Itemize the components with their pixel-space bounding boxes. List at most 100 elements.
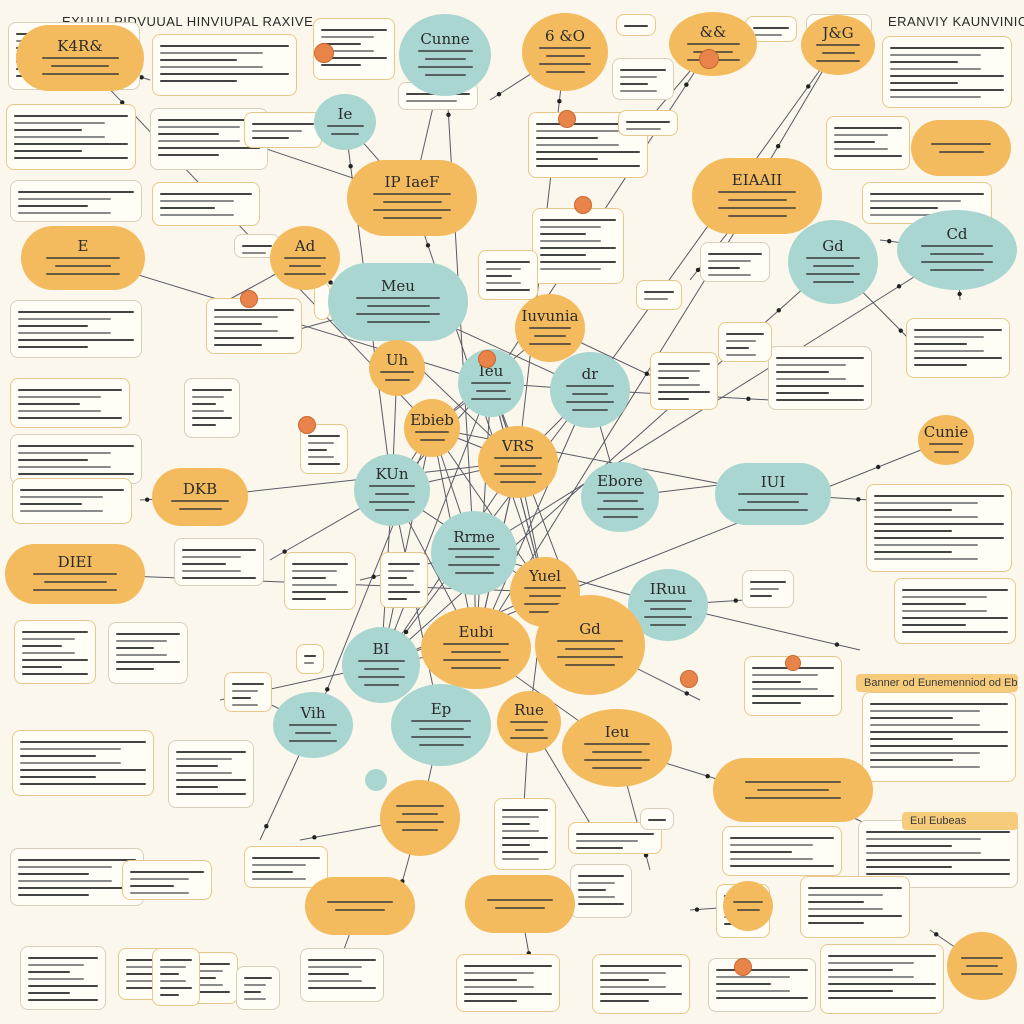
connector-endpoint <box>325 687 330 692</box>
text-line <box>902 596 987 598</box>
text-line <box>192 396 224 398</box>
bubble-text-line <box>727 199 787 202</box>
bubble-text-line <box>736 909 760 911</box>
text-line <box>658 363 710 365</box>
text-card <box>12 730 154 796</box>
text-line <box>776 385 864 387</box>
text-line <box>578 903 624 905</box>
text-line <box>486 289 530 291</box>
text-line <box>626 128 662 130</box>
text-line <box>18 473 134 475</box>
bubble-text-line <box>419 439 445 442</box>
text-card <box>894 578 1016 644</box>
bubble-text-line <box>382 201 442 204</box>
bubble-text-line <box>417 50 473 53</box>
text-line <box>388 598 408 600</box>
text-line <box>18 866 113 868</box>
text-line <box>808 915 902 917</box>
bubble-text-line <box>644 616 692 619</box>
text-line <box>834 134 889 136</box>
text-line <box>176 765 218 767</box>
text-line <box>28 957 98 959</box>
bubble-text-line <box>402 813 438 815</box>
text-line <box>14 157 128 159</box>
marker-dot <box>558 110 576 128</box>
text-line <box>540 254 586 256</box>
text-line <box>866 873 1010 875</box>
bubble-text-line <box>596 492 644 495</box>
connector-line <box>380 427 433 666</box>
text-line <box>214 337 294 339</box>
bubble-text-line <box>424 58 466 61</box>
bubble-text-line <box>812 281 854 284</box>
concept-bubble <box>723 881 773 931</box>
bubble-text-line <box>402 829 438 831</box>
connector-endpoint <box>887 239 892 244</box>
text-line <box>750 595 772 597</box>
bubble-label: E <box>77 237 89 255</box>
text-card <box>612 58 674 100</box>
bubble-text-line <box>375 493 409 496</box>
bubble-label: J&G <box>822 24 854 42</box>
bubble-label: Cunie <box>923 423 969 441</box>
connector-endpoint <box>695 267 701 273</box>
text-card <box>906 318 1010 378</box>
bubble-text-line <box>411 736 471 739</box>
connector-endpoint <box>496 92 502 97</box>
text-line <box>160 200 234 202</box>
concept-bubble: Meu <box>328 263 468 341</box>
concept-bubble: Rue <box>497 691 561 753</box>
bubble-text-line <box>602 500 638 503</box>
text-line <box>874 551 952 553</box>
text-card <box>284 552 356 610</box>
text-line <box>252 878 307 880</box>
text-line <box>828 990 893 992</box>
concept-bubble: K4R& <box>16 25 144 91</box>
text-card <box>800 876 910 938</box>
text-line <box>116 654 168 656</box>
note-strip-right-mid: Banner od Eunemenniod od Ebor <box>856 674 1018 692</box>
concept-bubble: DIEI <box>5 544 145 604</box>
text-line <box>192 424 216 426</box>
text-line <box>464 965 552 967</box>
concept-bubble: VRS <box>478 426 558 498</box>
bubble-label: IUI <box>760 473 786 491</box>
bubble-text-line <box>356 313 440 316</box>
bubble-text-line <box>384 379 410 382</box>
text-line <box>321 57 387 59</box>
text-line <box>18 894 89 896</box>
text-line <box>192 417 232 419</box>
text-line <box>194 970 223 972</box>
text-line <box>158 126 240 128</box>
text-line <box>828 976 915 978</box>
text-line <box>388 577 408 579</box>
text-line <box>214 316 278 318</box>
bubble-text-line <box>500 465 536 468</box>
text-card <box>10 300 142 358</box>
text-line <box>730 858 814 860</box>
bubble-text-line <box>938 151 984 153</box>
bubble-text-line <box>747 501 799 504</box>
text-line <box>866 845 953 847</box>
text-line <box>292 563 348 565</box>
text-line <box>192 389 232 391</box>
text-line <box>726 340 757 342</box>
connector-endpoint <box>403 629 409 635</box>
text-line <box>20 755 96 757</box>
text-line <box>182 549 256 551</box>
text-card <box>570 864 632 918</box>
text-line <box>834 141 875 143</box>
text-card <box>168 740 254 808</box>
bubble-text-line <box>366 321 430 324</box>
bubble-text-line <box>500 481 536 484</box>
bubble-text-line <box>534 335 566 338</box>
text-line <box>18 205 88 207</box>
text-line <box>14 129 83 131</box>
text-line <box>160 52 264 54</box>
connector-endpoint <box>371 574 376 579</box>
text-line <box>18 311 134 313</box>
text-line <box>292 598 326 600</box>
text-line <box>902 631 1008 633</box>
bubble-text-line <box>448 548 500 551</box>
text-line <box>776 364 847 366</box>
